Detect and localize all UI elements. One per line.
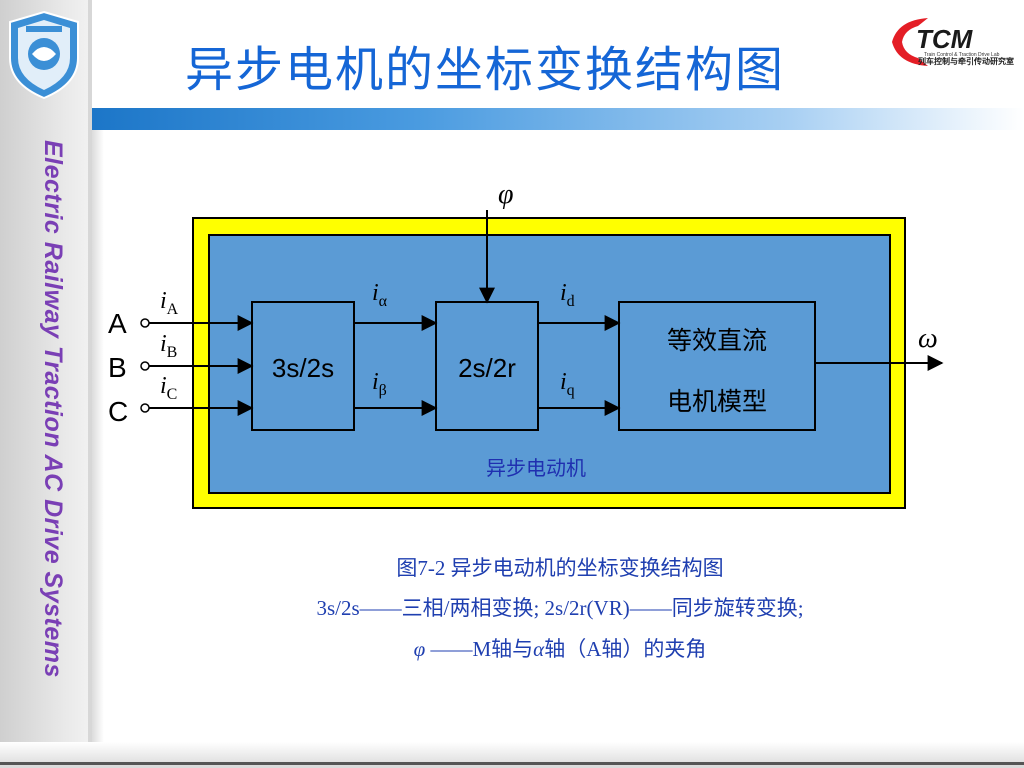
lab-logo: TCM Train Control & Traction Drive Lab 列… (892, 18, 1014, 66)
block-2s2r-label: 2s/2r (458, 353, 516, 383)
current-ibeta: iβ (372, 369, 387, 399)
input-label-B: B (108, 352, 127, 383)
lab-name-cn: 列车控制与牵引传动研究室 (918, 56, 1014, 66)
block-3s2s (251, 301, 355, 431)
input-label-C: C (108, 396, 128, 427)
sidebar-edge (88, 0, 92, 768)
caption-text-1: ——M轴与 (425, 637, 534, 661)
current-iC: iC (160, 373, 177, 403)
caption-text-2: 轴（A轴）的夹角 (544, 637, 707, 661)
bottom-line (0, 762, 1024, 765)
page-title: 异步电机的坐标变换结构图 (185, 42, 786, 98)
caption-line-2: 3s/2s——三相/两相变换; 2s/2r(VR)——同步旋转变换; (316, 596, 804, 620)
motor-label: 异步电动机 (486, 456, 586, 480)
lab-name-en: Train Control & Traction Drive Lab (924, 52, 1000, 58)
university-logo (9, 10, 79, 100)
caption-line-1: 图7-2 异步电动机的坐标变换结构图 (396, 556, 724, 580)
block-dc-model (618, 301, 816, 431)
dc-model-line2: 电机模型 (667, 387, 767, 416)
current-ialpha: iα (372, 280, 388, 310)
current-iA: iA (160, 288, 179, 318)
phi-input-label: φ (498, 179, 514, 210)
current-iq: iq (560, 369, 575, 399)
caption-phi-symbol: φ (413, 637, 426, 661)
omega-output-label: ω (918, 323, 938, 354)
dc-model-line1: 等效直流 (667, 326, 767, 355)
block-3s2s-label: 3s/2s (272, 353, 334, 383)
side-title: Electric Railway Traction AC Drive Syste… (39, 140, 67, 678)
left-sidebar (0, 0, 92, 768)
current-id: id (560, 280, 575, 310)
terminal-A (140, 318, 150, 328)
input-label-A: A (108, 308, 127, 339)
caption-alpha-symbol: α (533, 637, 545, 661)
content-shadow (92, 130, 104, 768)
lab-logo-text: TCM (916, 24, 974, 54)
terminal-C (140, 403, 150, 413)
terminal-B (140, 361, 150, 371)
current-iB: iB (160, 331, 177, 361)
caption-line-3: φ ——M轴与α轴（A轴）的夹角 (160, 633, 960, 663)
title-stripe (92, 108, 1024, 130)
